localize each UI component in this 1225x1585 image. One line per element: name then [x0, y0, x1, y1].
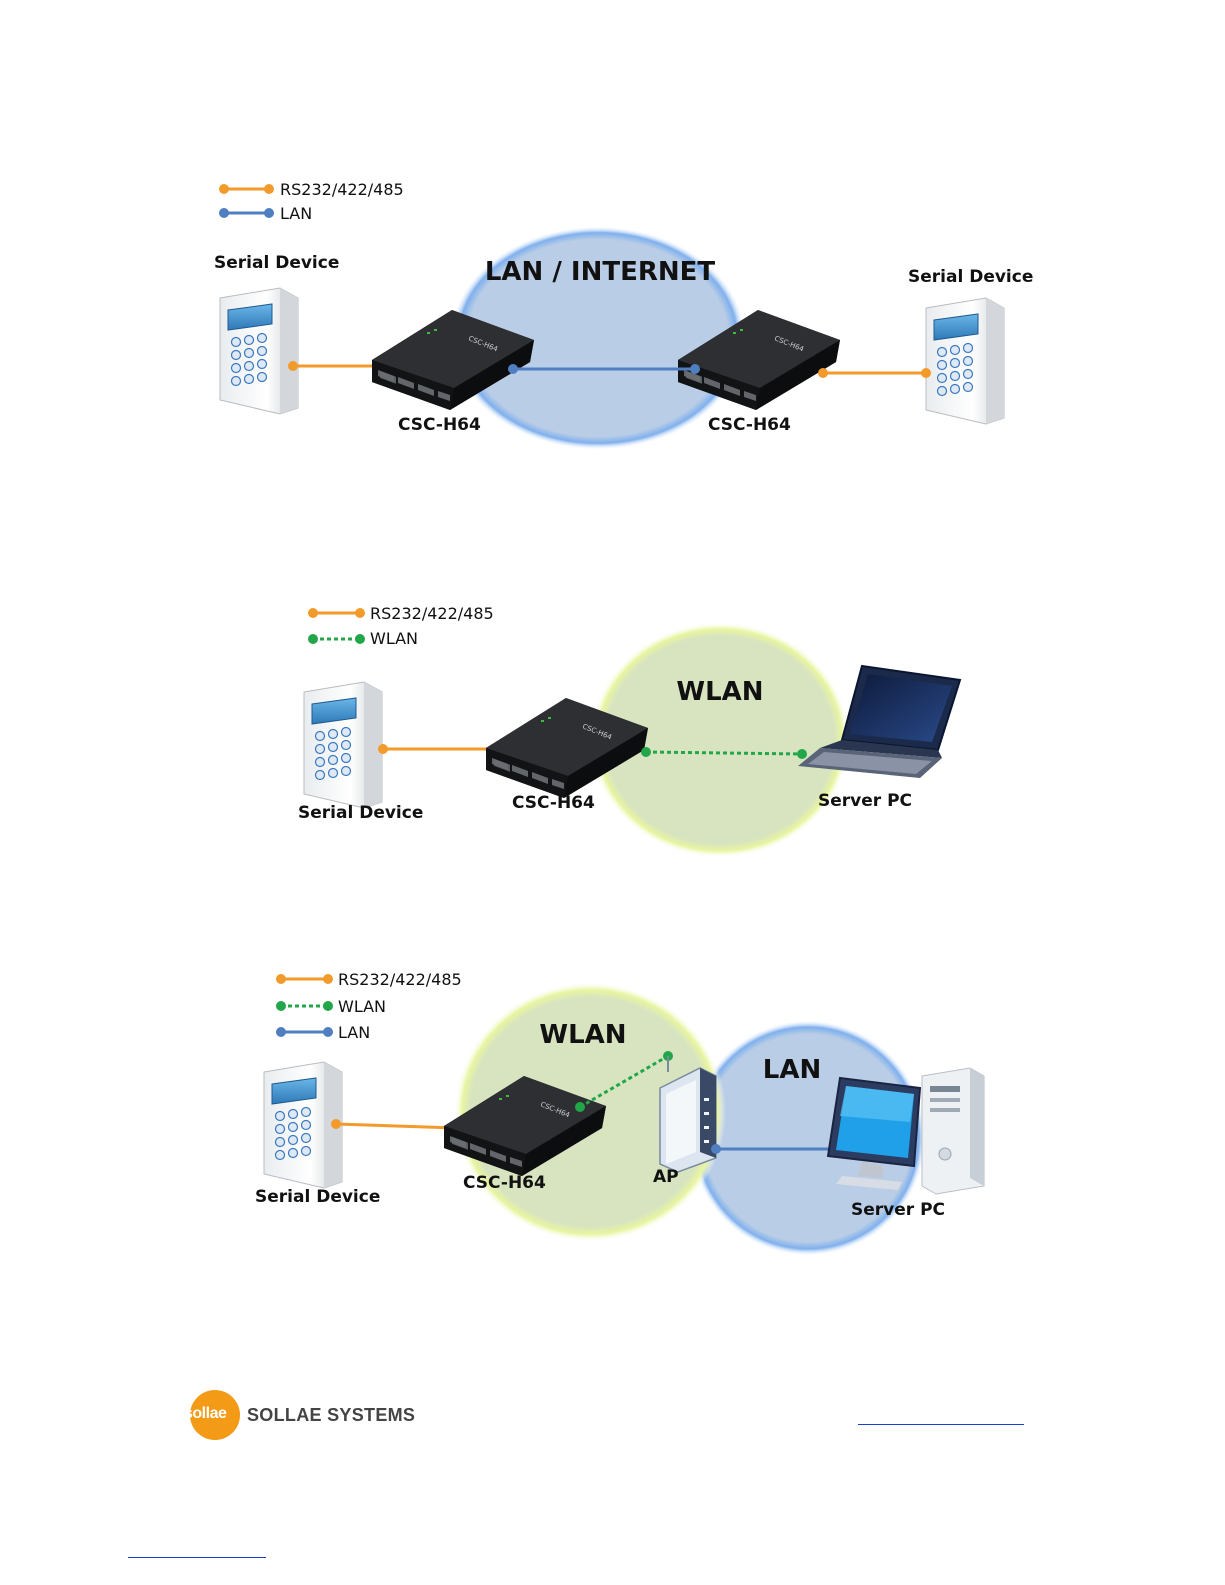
legend-wlan-label: WLAN — [370, 629, 418, 648]
legend-serial-label: RS232/422/485 — [338, 970, 462, 989]
converter-label: CSC-H64 — [463, 1173, 546, 1193]
serial-device-icon — [264, 1062, 342, 1188]
left-converter-label: CSC-H64 — [398, 415, 481, 435]
cloud-label-lan-internet: LAN / INTERNET — [485, 257, 716, 287]
legend-serial-label: RS232/422/485 — [280, 180, 404, 199]
diagram-wlan: RS232/422/485 WLAN WLAN Serial Device CS… — [298, 604, 960, 858]
ap-label: AP — [653, 1167, 679, 1187]
right-serial-device-icon — [926, 298, 1004, 424]
footer-underline — [128, 1555, 266, 1558]
cloud-label-wlan: WLAN — [676, 677, 763, 707]
legend-1: RS232/422/485 LAN — [219, 180, 404, 223]
tower-pc-icon — [922, 1068, 984, 1194]
legend-serial-label: RS232/422/485 — [370, 604, 494, 623]
left-serial-device-label: Serial Device — [214, 253, 339, 273]
access-point-icon — [660, 1068, 716, 1172]
server-pc-label: Server PC — [851, 1200, 945, 1220]
diagram-wlan-ap-lan: RS232/422/485 WLAN LAN WLAN LAN Serial D… — [255, 970, 984, 1256]
legend-lan-label: LAN — [280, 204, 312, 223]
serial-device-label: Serial Device — [298, 803, 423, 823]
converter-label: CSC-H64 — [512, 793, 595, 813]
legend-2: RS232/422/485 WLAN — [308, 604, 494, 648]
legend-wlan-label: WLAN — [338, 997, 386, 1016]
legend-lan-label: LAN — [338, 1023, 370, 1042]
company-name: SOLLAE SYSTEMS — [247, 1405, 415, 1426]
cloud-label-wlan: WLAN — [539, 1020, 626, 1050]
sollae-logo-text: sollae — [184, 1405, 226, 1423]
cloud-label-lan: LAN — [763, 1055, 821, 1085]
serial-device-label: Serial Device — [255, 1187, 380, 1207]
right-converter-label: CSC-H64 — [708, 415, 791, 435]
serial-device-icon — [304, 682, 382, 808]
left-serial-device-icon — [220, 288, 298, 414]
website-link[interactable] — [858, 1404, 1024, 1425]
diagram-lan-internet: RS232/422/485 LAN LAN / INTERNET Serial … — [214, 180, 1033, 450]
serial-link — [336, 1124, 456, 1128]
right-serial-device-label: Serial Device — [908, 267, 1033, 287]
legend-3: RS232/422/485 WLAN LAN — [276, 970, 462, 1042]
server-pc-label: Server PC — [818, 791, 912, 811]
